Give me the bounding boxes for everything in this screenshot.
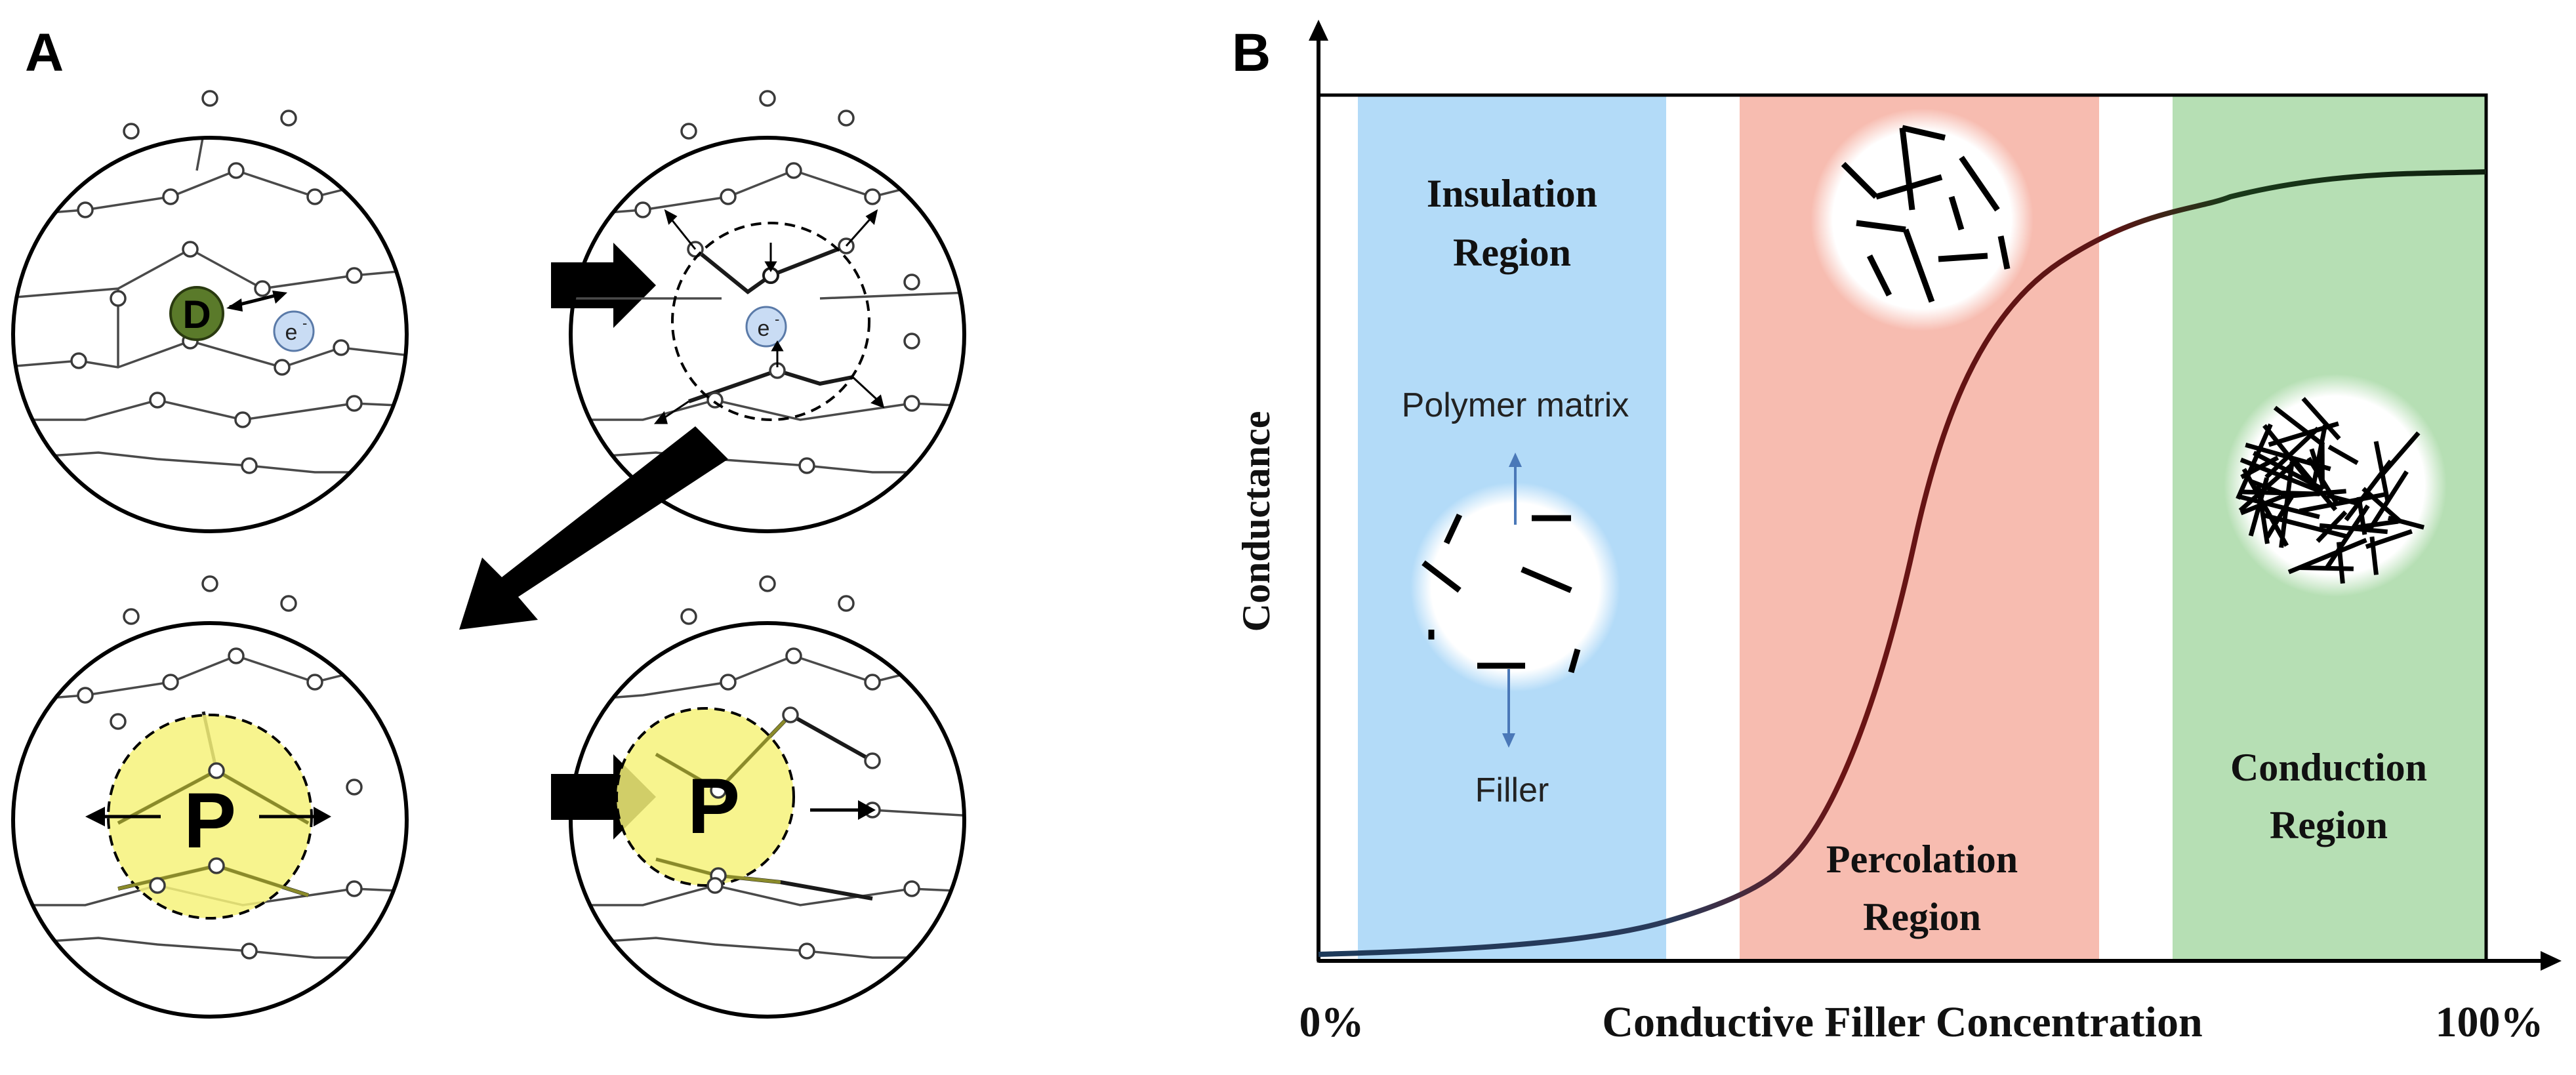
filler-segment: [2361, 487, 2403, 524]
filler-segment: [2279, 461, 2295, 548]
percolation-label-1: Percolation: [1826, 838, 2018, 881]
percolating-filler-inset: [1810, 108, 2034, 331]
percolation-label-2: Region: [1863, 895, 1981, 939]
distortion-arrows: [653, 209, 885, 424]
percolation-chart: Insulation Region Percolation Region Con…: [1235, 20, 2562, 1046]
filler-segment: [2241, 468, 2289, 547]
polymer-circle-4: [569, 575, 966, 1019]
double-arrow-icon: [226, 291, 287, 312]
polymer-circle-1: [11, 90, 409, 533]
dopant-icon: D: [169, 286, 224, 341]
filler-label: Filler: [1475, 771, 1549, 809]
filler-segment: [2323, 504, 2370, 571]
x-max-label: 100%: [2436, 998, 2544, 1046]
polymer-circle-3: [11, 575, 409, 1019]
process-arrow-diagonal: [459, 426, 728, 630]
x-min-label: 0%: [1299, 998, 1364, 1046]
move-arrow: [810, 800, 876, 820]
x-axis-label: Conductive Filler Concentration: [1602, 998, 2202, 1046]
spread-arrows-1: [85, 807, 331, 826]
process-arrow-right-1: [551, 243, 656, 328]
filler-segment: [2280, 489, 2346, 499]
insulation-label-2: Region: [1453, 231, 1571, 274]
conductance-curve: [1318, 169, 2487, 957]
filler-segment: [2262, 512, 2348, 539]
panel-b-label: B: [1232, 23, 1271, 83]
filler-segment: [2273, 405, 2325, 447]
filler-segment: [2311, 424, 2327, 487]
electron-sup-1: -: [302, 315, 307, 331]
filler-segment: [2326, 493, 2361, 506]
polymer-matrix-label: Polymer matrix: [1402, 386, 1629, 424]
panel-a-label: A: [25, 23, 64, 83]
electron-sup-2: -: [775, 311, 779, 327]
electron-label-1: e: [285, 320, 298, 345]
filler-segment: [2301, 397, 2341, 441]
filler-segment: [2299, 565, 2354, 571]
dopant-letter: D: [182, 293, 211, 336]
dense-filler-inset: [2224, 374, 2447, 597]
filler-segment: [2268, 421, 2339, 447]
electron-icon-2: e -: [745, 306, 787, 348]
polaron-letter-1: P: [184, 777, 236, 864]
x-axis-arrow-icon: [2541, 951, 2562, 971]
polymer-circle-2: [569, 90, 966, 533]
filler-segment: [2327, 445, 2359, 465]
filler-segment: [2365, 529, 2413, 550]
y-axis-arrow-icon: [1309, 20, 1328, 41]
filler-segment: [2238, 457, 2300, 513]
electron-icon: e -: [273, 310, 315, 352]
conduction-label-2: Region: [2270, 803, 2388, 847]
sparse-filler-inset: Polymer matrix Filler: [1402, 386, 1629, 809]
electron-label-2: e: [758, 316, 770, 341]
insulation-label-1: Insulation: [1427, 172, 1597, 215]
filler-segment: [2319, 523, 2388, 535]
filler-segment: [2236, 423, 2273, 500]
filler-segment: [2294, 460, 2338, 512]
filler-segment: [2309, 448, 2326, 487]
polaron-letter-2: P: [687, 762, 740, 850]
filler-segment: [2239, 495, 2282, 516]
conduction-label-1: Conduction: [2230, 746, 2427, 789]
y-axis-label: Conductance: [1235, 411, 1278, 632]
filler-segment: [2387, 516, 2425, 530]
